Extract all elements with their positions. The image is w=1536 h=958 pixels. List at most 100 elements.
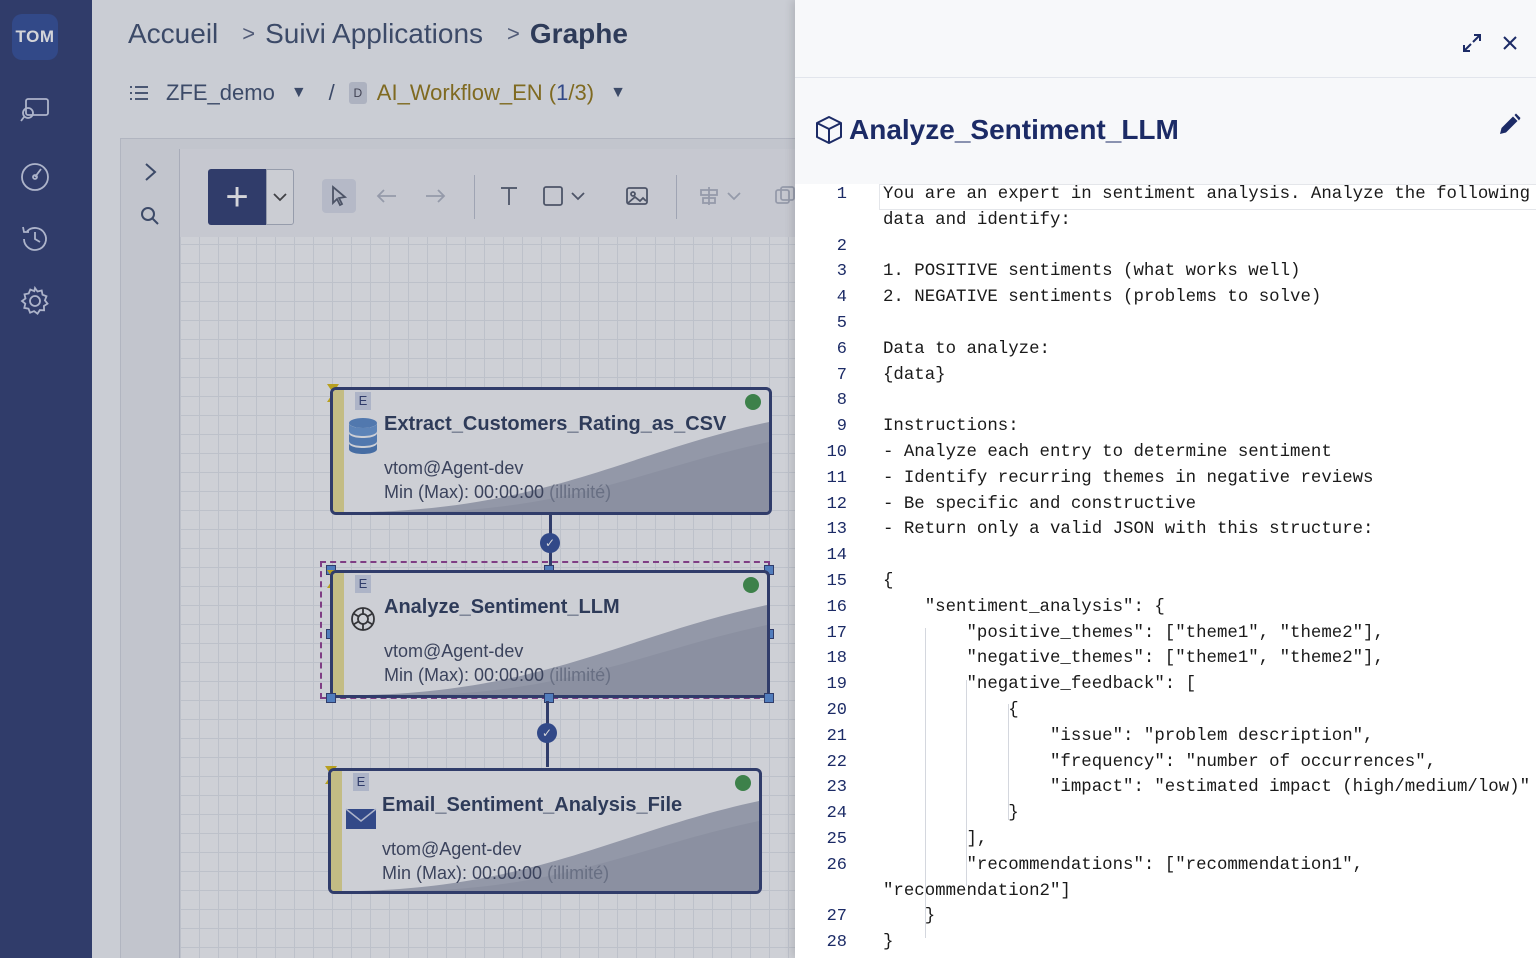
dashboard-icon[interactable] [14, 156, 56, 198]
line-number: 13 [826, 520, 847, 540]
breadcrumb-current: Graphe [529, 18, 628, 49]
align-tool[interactable] [696, 179, 750, 213]
code-line: 2. NEGATIVE sentiments (problems to solv… [883, 288, 1322, 308]
code-line: {data} [883, 365, 946, 385]
arrow-left-icon [376, 189, 396, 203]
job-node[interactable]: E Email_Sentiment_Analysis_File vtom@Age… [328, 768, 762, 894]
workflow-name[interactable]: AI_Workflow_EN (1/3) [376, 80, 595, 105]
line-number: 9 [836, 417, 847, 437]
graph-area: + E Extra [120, 138, 795, 958]
line-number: 28 [826, 933, 847, 953]
current-line-highlight [879, 184, 1536, 210]
line-number: 6 [836, 339, 847, 359]
line-number: 1 [836, 185, 847, 204]
close-icon [1503, 36, 1517, 50]
text-tool[interactable] [492, 179, 526, 213]
history-icon[interactable] [14, 218, 56, 260]
line-number: 16 [826, 597, 847, 617]
copy-tool[interactable] [768, 179, 795, 213]
indent-guide [1008, 704, 1009, 820]
code-line: data and identify: [883, 210, 1071, 230]
indent-guide [925, 628, 926, 938]
job-type-badge: E [355, 575, 371, 593]
pencil-icon[interactable] [1496, 112, 1522, 138]
job-title: Email_Sentiment_Analysis_File [382, 794, 683, 816]
code-line: "impact": "estimated impact (high/medium… [883, 778, 1531, 798]
email-icon [345, 808, 377, 829]
line-number: 8 [836, 391, 847, 411]
search-icon[interactable] [139, 205, 161, 227]
code-line: ], [883, 830, 988, 849]
caret-down-icon[interactable]: ▼ [610, 84, 626, 101]
job-node-selected[interactable]: E Analyze_Sentiment_LLM vtom@Agent-dev M… [330, 570, 770, 698]
code-line: 1. POSITIVE sentiments (what works well) [883, 262, 1301, 282]
job-agent: vtom@Agent-dev [384, 458, 524, 478]
text-icon [501, 187, 517, 205]
line-number: 14 [826, 546, 847, 566]
arrow-right-icon [426, 189, 446, 203]
line-number: 23 [826, 778, 847, 798]
panel-title: Analyze_Sentiment_LLM [849, 114, 1179, 145]
line-number: 7 [836, 365, 847, 385]
line-number: 10 [826, 443, 847, 462]
breadcrumb-home[interactable]: Accueil [128, 18, 219, 49]
list-icon[interactable] [128, 84, 150, 102]
line-number: 22 [826, 752, 847, 772]
clock-icon [743, 577, 759, 593]
line-number: 11 [826, 468, 847, 488]
code-line: Instructions: [883, 417, 1019, 437]
left-nav: TOM [0, 0, 92, 958]
job-type-badge: E [353, 773, 369, 791]
job-title: Analyze_Sentiment_LLM [384, 596, 620, 618]
line-number: 4 [836, 288, 847, 308]
settings-icon[interactable] [14, 280, 56, 322]
resize-handle[interactable] [544, 693, 554, 703]
code-line: "frequency": "number of occurrences", [883, 752, 1437, 772]
environment-name[interactable]: ZFE_demo [166, 80, 275, 105]
code-line: "positive_themes": ["theme1", "theme2"], [883, 623, 1384, 643]
prompt-code-editor[interactable]: 1 You are an expert in sentiment analysis… [795, 184, 1536, 958]
line-number: 24 [826, 804, 847, 824]
expand-button[interactable] [1459, 30, 1485, 56]
graph-canvas[interactable]: + E Extra [179, 149, 795, 958]
line-number: 5 [836, 314, 847, 333]
job-node[interactable]: E Extract_Customers_Rating_as_CSV vtom@A… [330, 387, 772, 515]
job-agent: vtom@Agent-dev [382, 839, 522, 859]
code-line: You are an expert in sentiment analysis.… [883, 185, 1531, 204]
add-button[interactable]: + [208, 169, 266, 225]
code-line: } [883, 933, 894, 953]
breadcrumb-middle[interactable]: Suivi Applications [265, 18, 484, 49]
graph-toolbar: + [180, 149, 795, 237]
chevron-right-icon: > [507, 21, 520, 46]
shape-tool[interactable] [540, 179, 594, 213]
check-icon: ✓ [540, 533, 560, 553]
redo-button[interactable] [418, 179, 452, 213]
add-dropdown-button[interactable] [266, 169, 294, 225]
app-logo[interactable]: TOM [12, 14, 58, 60]
code-line: - Return only a valid JSON with this str… [883, 520, 1374, 540]
close-button[interactable] [1497, 30, 1523, 56]
chevron-right-icon[interactable] [139, 161, 161, 183]
image-tool[interactable] [620, 179, 654, 213]
indent-guide [966, 680, 967, 886]
panel-header-bar [795, 0, 1536, 78]
cube-icon [816, 116, 842, 144]
code-line: "negative_themes": ["theme1", "theme2"], [883, 649, 1384, 669]
resize-handle[interactable] [326, 693, 336, 703]
code-line: } [883, 804, 1019, 824]
code-line: Data to analyze: [883, 339, 1050, 359]
caret-down-icon[interactable]: ▼ [290, 84, 307, 101]
openai-icon [351, 607, 375, 631]
line-number: 26 [826, 855, 847, 875]
code-line: - Analyze each entry to determine sentim… [883, 443, 1332, 462]
select-tool[interactable] [322, 179, 356, 213]
line-number: 2 [836, 236, 847, 256]
line-number: 19 [826, 675, 847, 695]
expand-icon [1463, 34, 1481, 52]
monitoring-icon[interactable] [14, 88, 56, 130]
line-number: 3 [836, 262, 847, 282]
job-duration: Min (Max): 00:00:00 (illimité) [384, 482, 612, 502]
undo-button[interactable] [370, 179, 404, 213]
resize-handle[interactable] [764, 693, 774, 703]
line-number: 25 [826, 830, 847, 849]
